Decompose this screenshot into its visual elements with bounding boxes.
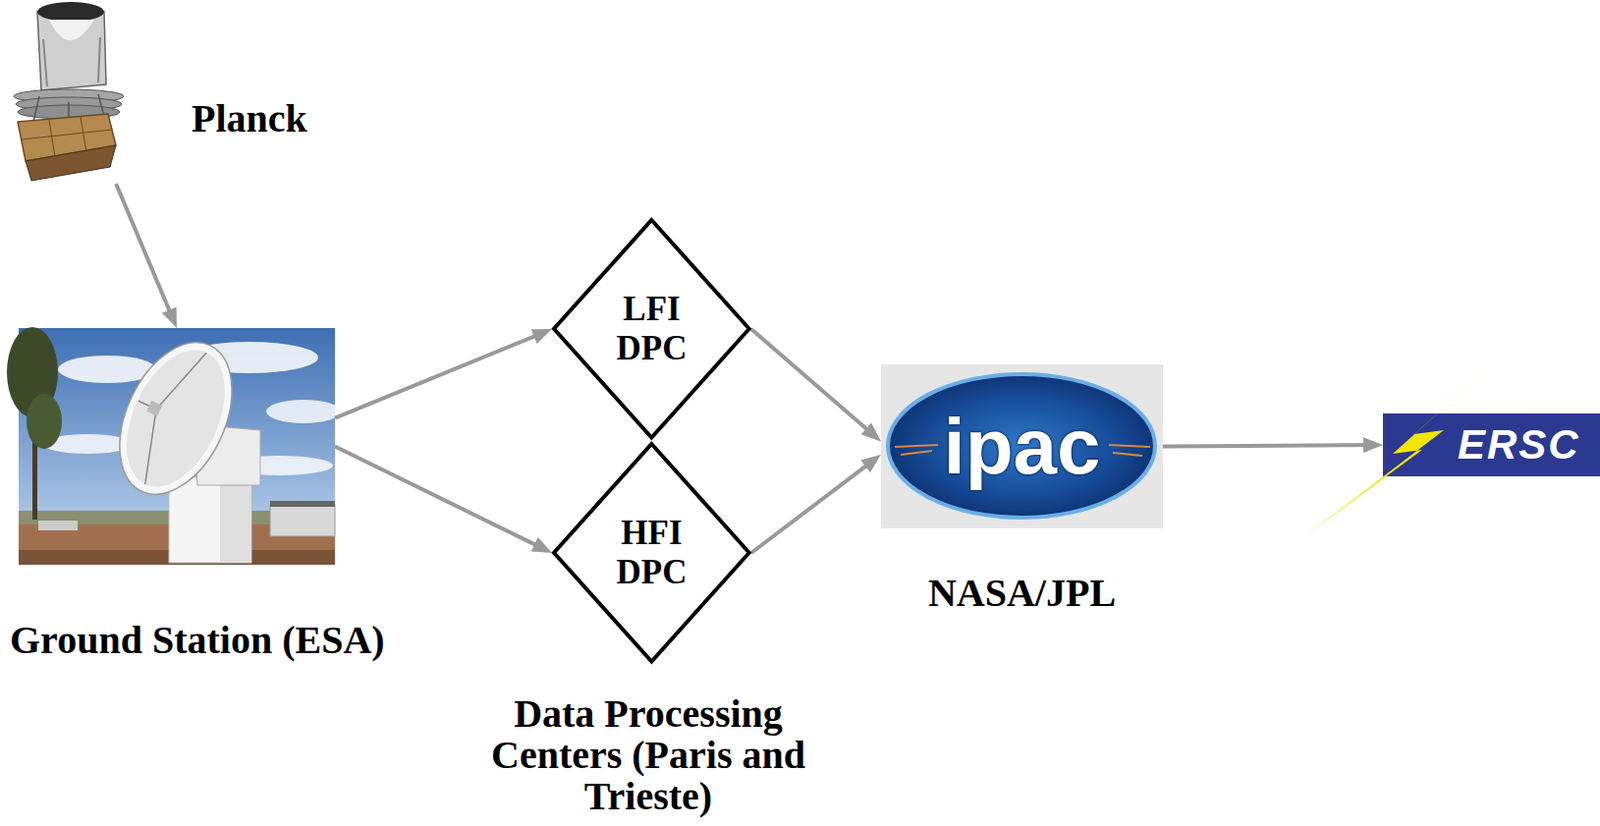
pedestal-shade: [220, 477, 252, 563]
ground-station-photo: [6, 325, 341, 565]
decision-diamond: HFI DPC: [551, 441, 752, 664]
logo-ellipse: [887, 374, 1156, 518]
baffle-opening: [37, 1, 105, 22]
dish-rim: [97, 325, 255, 513]
text-slot: ipac: [881, 364, 1163, 529]
text-slot: LFI DPC: [551, 218, 752, 441]
shed: [38, 520, 78, 531]
text-slot: Ground Station (ESA): [9, 617, 386, 663]
diamond-outline: [551, 218, 752, 441]
planck-satellite: [13, 1, 124, 181]
feed-struts: [108, 334, 208, 485]
logo-node: ipacNASA/JPL: [881, 364, 1163, 529]
ground-station-node: Ground Station (ESA): [18, 328, 335, 565]
ipac-logo: [881, 364, 1163, 529]
baffle-shading: [43, 37, 101, 87]
text-slot: NASA/JPL: [881, 570, 1163, 616]
flow-arrow: [751, 329, 875, 436]
tree-foliage: [26, 393, 62, 449]
building-roof: [270, 500, 335, 507]
dish-surface: [107, 334, 245, 502]
satellite-label: Planck: [191, 96, 308, 142]
satellite-baffle: [37, 11, 107, 91]
logo-text: ipac: [942, 401, 1101, 493]
station-label: Ground Station (ESA): [9, 617, 386, 663]
text-slot: ERSC: [1382, 413, 1600, 477]
decision-diamond: LFI DPC: [551, 218, 752, 441]
diamond-label: HFI DPC: [602, 513, 701, 594]
logo-ground: [881, 364, 1163, 529]
diamond-label: LFI DPC: [602, 289, 701, 370]
antenna-pedestal: [168, 477, 252, 563]
cloud: [266, 399, 341, 424]
flow-arrow: [115, 183, 173, 320]
text-slot: Planck: [191, 96, 308, 142]
text-slot: HFI DPC: [551, 441, 752, 664]
logo-streaks: [894, 444, 1151, 456]
building: [270, 504, 335, 537]
flow-arrow: [1162, 444, 1374, 446]
flow-arrow: [334, 446, 544, 550]
feed-horn: [146, 400, 163, 417]
diamond-shape: [553, 220, 750, 439]
logo-node: ERSC: [1382, 413, 1600, 477]
antenna-dish: [97, 325, 255, 513]
center-label: NASA/JPL: [881, 570, 1163, 616]
solar-panel: [25, 145, 116, 181]
satellite-node: Planck: [9, 0, 123, 184]
diamond-outline: [551, 441, 752, 664]
flow-arrow: [334, 332, 544, 419]
satellite-reflector: [49, 19, 95, 41]
flow-arrow: [751, 460, 874, 553]
logo-text: ERSC: [1457, 421, 1581, 469]
diamond-shape: [553, 443, 750, 663]
sky: [18, 328, 335, 565]
group-label: Data Processing Centers (Paris and Tries…: [481, 693, 816, 818]
